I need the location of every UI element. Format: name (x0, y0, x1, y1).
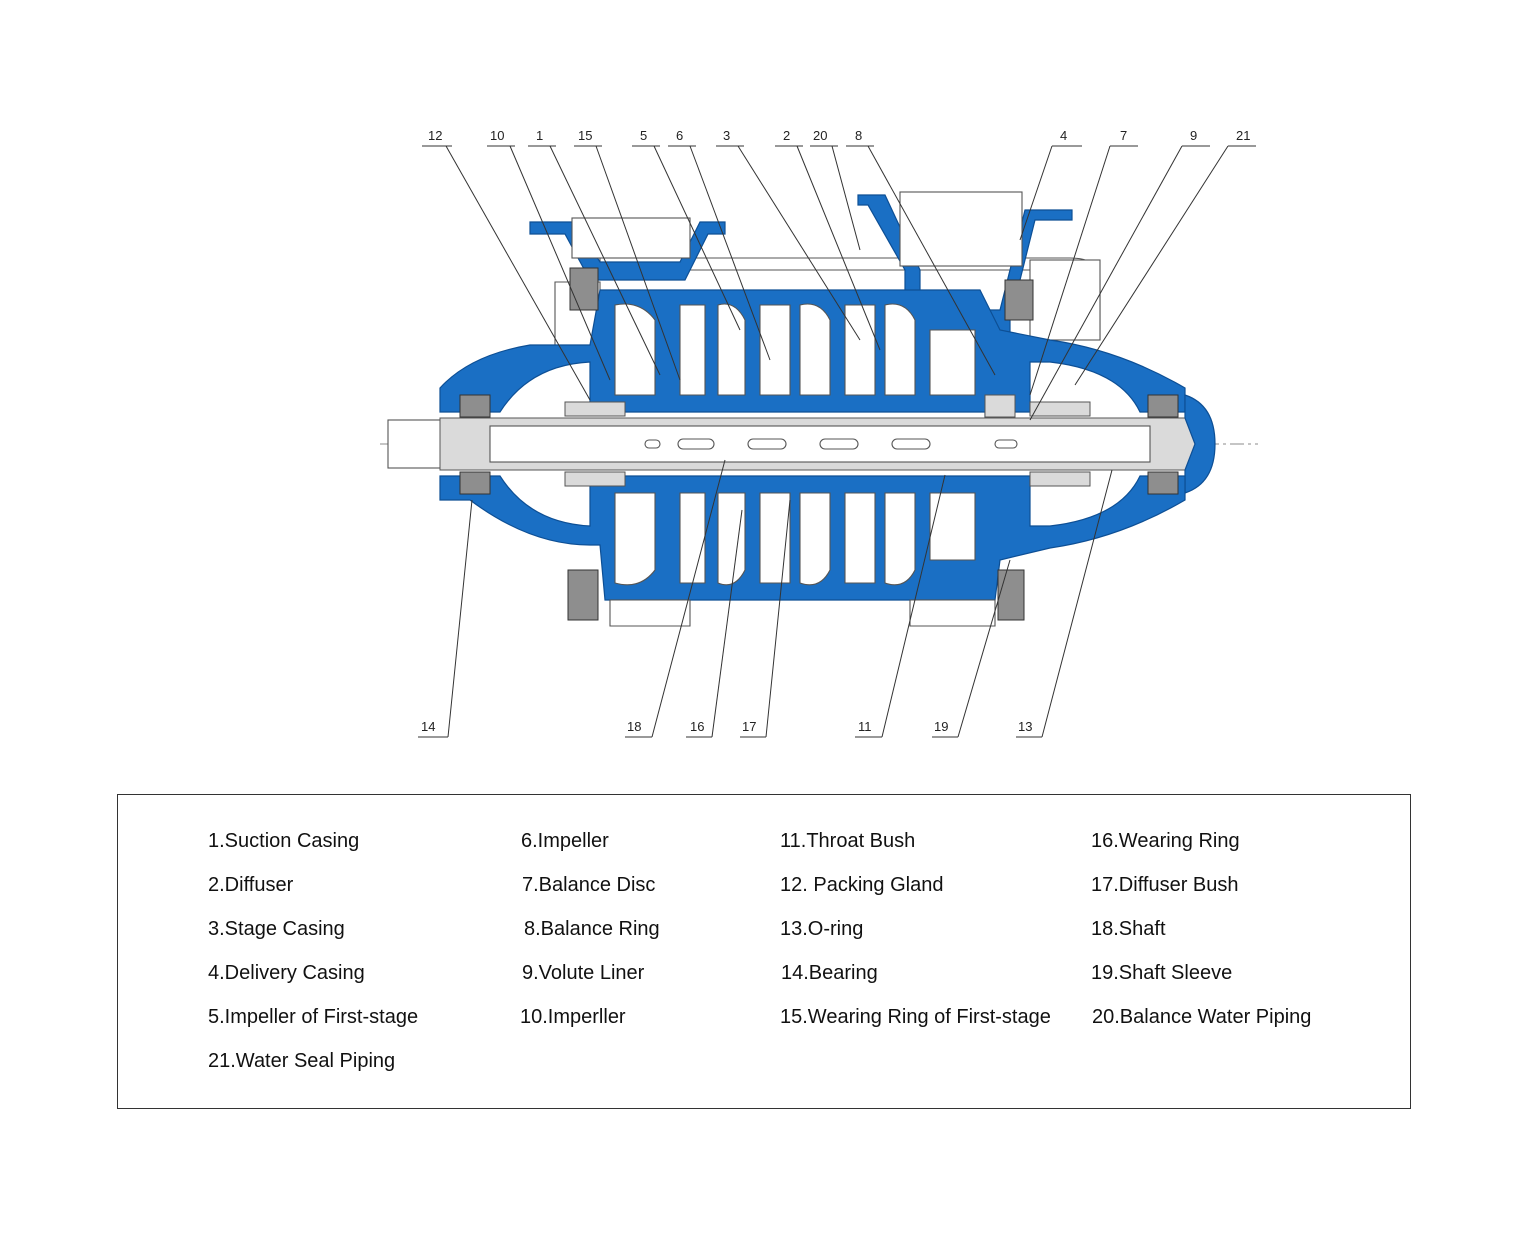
pump-cross-section-diagram: 12 10 1 15 5 6 3 2 20 8 4 7 9 21 14 18 1… (380, 128, 1258, 738)
callout-11: 11 (858, 719, 872, 734)
legend-item: 14.Bearing (781, 962, 878, 984)
legend-item: 20.Balance Water Piping (1092, 1006, 1312, 1028)
leader-lines-bottom (418, 459, 1113, 738)
parts-legend: 1.Suction Casing 2.Diffuser 3.Stage Casi… (117, 794, 1411, 1109)
legend-item: 2.Diffuser (208, 874, 294, 896)
legend-item: 1.Suction Casing (208, 830, 360, 852)
callout-6: 6 (676, 128, 683, 143)
callout-21: 21 (1236, 128, 1250, 143)
upper-casing (439, 267, 1186, 418)
packing-upper (564, 394, 1091, 418)
legend-item: 19.Shaft Sleeve (1091, 962, 1233, 984)
leader-lines-top (422, 145, 1256, 421)
callout-4: 4 (1060, 128, 1067, 143)
legend-item: 7.Balance Disc (522, 874, 656, 896)
callout-7: 7 (1120, 128, 1127, 143)
callouts-bottom: 14 18 16 17 11 19 13 (421, 719, 1032, 734)
legend-item: 3.Stage Casing (208, 918, 345, 940)
callout-12: 12 (428, 128, 442, 143)
legend-item: 15.Wearing Ring of First-stage (780, 1006, 1051, 1028)
legend-item: 16.Wearing Ring (1091, 830, 1240, 852)
legend-item: 8.Balance Ring (524, 918, 660, 940)
callout-20: 20 (813, 128, 827, 143)
callout-15: 15 (578, 128, 592, 143)
legend-item: 9.Volute Liner (522, 962, 645, 984)
callout-16: 16 (690, 719, 704, 734)
legend-item: 17.Diffuser Bush (1091, 874, 1239, 896)
callout-5: 5 (640, 128, 647, 143)
legend-item: 11.Throat Bush (780, 830, 916, 852)
callout-19: 19 (934, 719, 948, 734)
callout-1: 1 (536, 128, 543, 143)
callout-8: 8 (855, 128, 862, 143)
legend-item: 10.Imperller (520, 1006, 626, 1028)
suction-nozzle (529, 217, 726, 281)
delivery-nozzle (857, 191, 1073, 421)
callout-10: 10 (490, 128, 504, 143)
callout-14: 14 (421, 719, 435, 734)
legend-item: 5.Impeller of First-stage (208, 1006, 419, 1028)
callout-17: 17 (742, 719, 756, 734)
legend-item: 13.O-ring (780, 918, 864, 940)
callout-2: 2 (783, 128, 790, 143)
callout-18: 18 (627, 719, 641, 734)
callout-13: 13 (1018, 719, 1032, 734)
shaft (387, 394, 1216, 494)
legend-item: 18.Shaft (1091, 918, 1166, 940)
callouts-top: 12 10 1 15 5 6 3 2 20 8 4 7 9 21 (428, 128, 1250, 143)
lower-casing (439, 471, 1186, 627)
legend-item: 4.Delivery Casing (208, 962, 365, 984)
callout-3: 3 (723, 128, 730, 143)
callout-9: 9 (1190, 128, 1197, 143)
legend-item: 12. Packing Gland (780, 874, 944, 896)
legend-item: 21.Water Seal Piping (208, 1050, 396, 1072)
legend-item: 6.Impeller (521, 830, 609, 852)
